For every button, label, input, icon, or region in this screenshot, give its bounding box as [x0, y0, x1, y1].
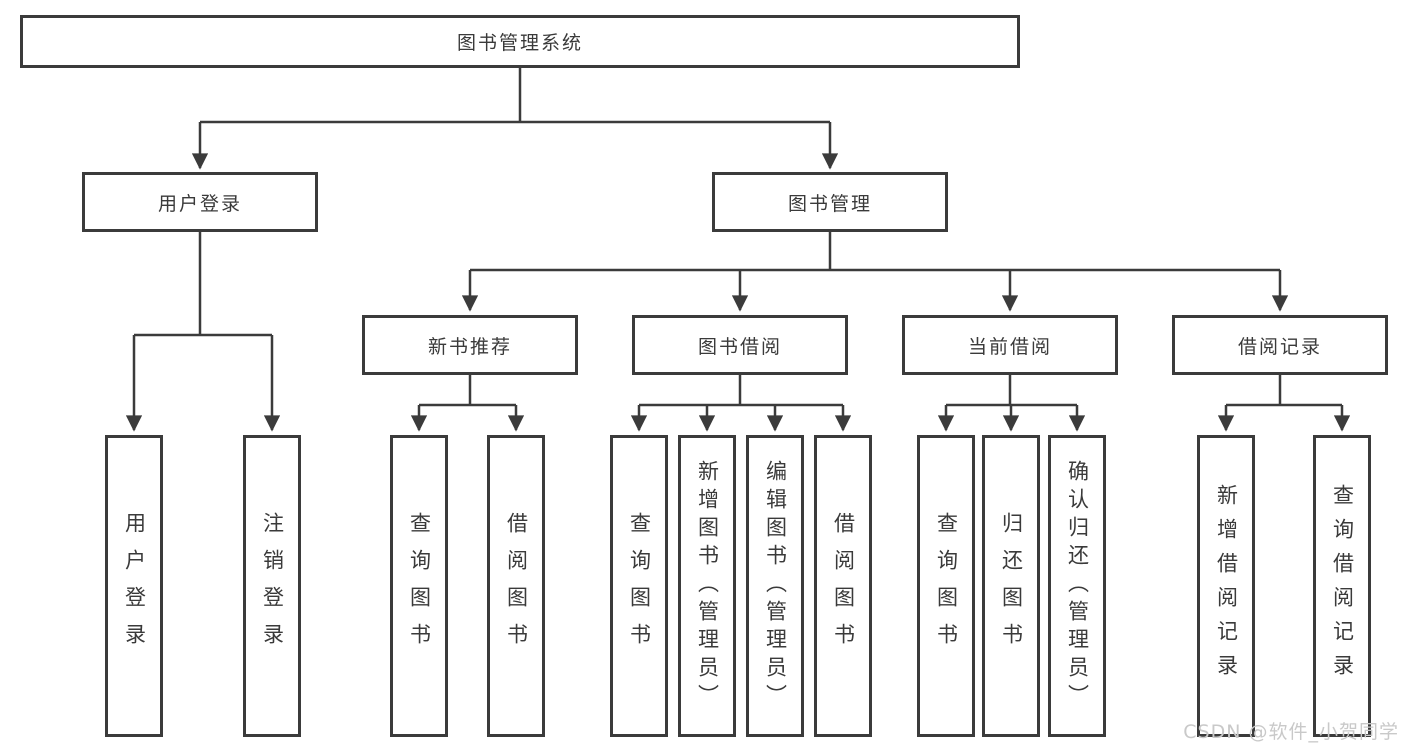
- node-label: 借阅记录: [1237, 335, 1322, 358]
- node-book-borrowing: 图书借阅: [632, 315, 848, 375]
- leaf-label: 新增图书（管理员）: [695, 460, 720, 712]
- node-current-borrowing: 当前借阅: [902, 315, 1118, 375]
- node-label: 图书管理: [787, 192, 872, 215]
- node-borrowing-records: 借阅记录: [1172, 315, 1388, 375]
- node-label: 新书推荐: [427, 335, 512, 358]
- leaf-borrow-books: 借阅图书: [814, 435, 872, 737]
- node-label: 图书管理系统: [456, 32, 583, 54]
- leaf-label: 查询图书: [934, 512, 959, 660]
- leaf-edit-books-admin: 编辑图书（管理员）: [746, 435, 804, 737]
- leaf-query-books-recommend: 查询图书: [390, 435, 448, 737]
- csdn-watermark: CSDN @软件_小贺同学: [1183, 721, 1399, 743]
- leaf-label: 借阅图书: [504, 512, 529, 660]
- node-new-book-recommend: 新书推荐: [362, 315, 578, 375]
- leaf-borrow-books-recommend: 借阅图书: [487, 435, 545, 737]
- leaf-label: 用户登录: [122, 512, 147, 660]
- leaf-query-books-borrowing: 查询图书: [610, 435, 668, 737]
- leaf-add-borrow-record: 新增借阅记录: [1197, 435, 1255, 737]
- leaf-add-books-admin: 新增图书（管理员）: [678, 435, 736, 737]
- leaf-label: 注销登录: [260, 512, 285, 660]
- leaf-label: 借阅图书: [831, 512, 856, 660]
- node-user-login: 用户登录: [82, 172, 318, 232]
- leaf-label: 编辑图书（管理员）: [763, 460, 788, 712]
- leaf-label: 查询图书: [627, 512, 652, 660]
- node-label: 用户登录: [157, 192, 242, 215]
- leaf-query-books-current: 查询图书: [917, 435, 975, 737]
- leaf-label: 查询图书: [407, 512, 432, 660]
- node-label: 当前借阅: [967, 335, 1052, 358]
- leaf-query-borrow-record: 查询借阅记录: [1313, 435, 1371, 737]
- leaf-logout: 注销登录: [243, 435, 301, 737]
- leaf-label: 确认归还（管理员）: [1065, 460, 1090, 712]
- leaf-label: 归还图书: [999, 512, 1024, 660]
- leaf-user-login: 用户登录: [105, 435, 163, 737]
- node-label: 图书借阅: [697, 335, 782, 358]
- leaf-label: 新增借阅记录: [1214, 484, 1239, 688]
- leaf-label: 查询借阅记录: [1330, 484, 1355, 688]
- node-root-system: 图书管理系统: [20, 15, 1020, 68]
- leaf-confirm-return-admin: 确认归还（管理员）: [1048, 435, 1106, 737]
- node-book-management: 图书管理: [712, 172, 948, 232]
- leaf-return-books: 归还图书: [982, 435, 1040, 737]
